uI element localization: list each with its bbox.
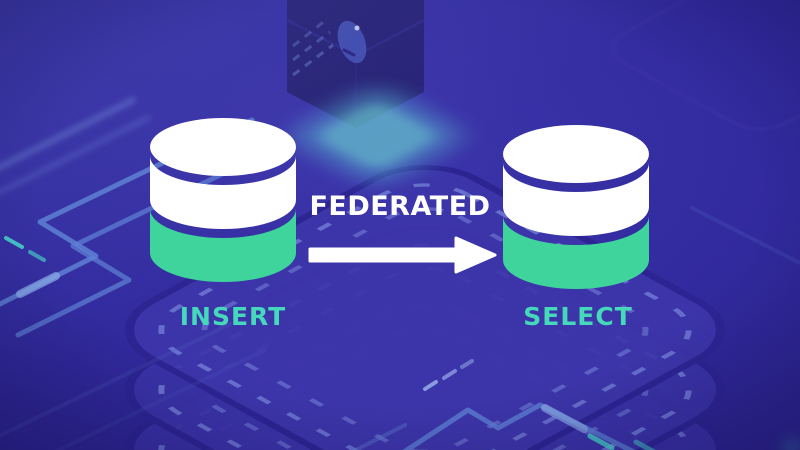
flow-arrow-icon bbox=[308, 234, 498, 276]
target-database-icon bbox=[500, 123, 652, 293]
select-label: SELECT bbox=[523, 302, 633, 331]
source-database-icon bbox=[147, 116, 299, 286]
federated-label: FEDERATED bbox=[309, 191, 491, 222]
insert-label: INSERT bbox=[179, 302, 287, 331]
